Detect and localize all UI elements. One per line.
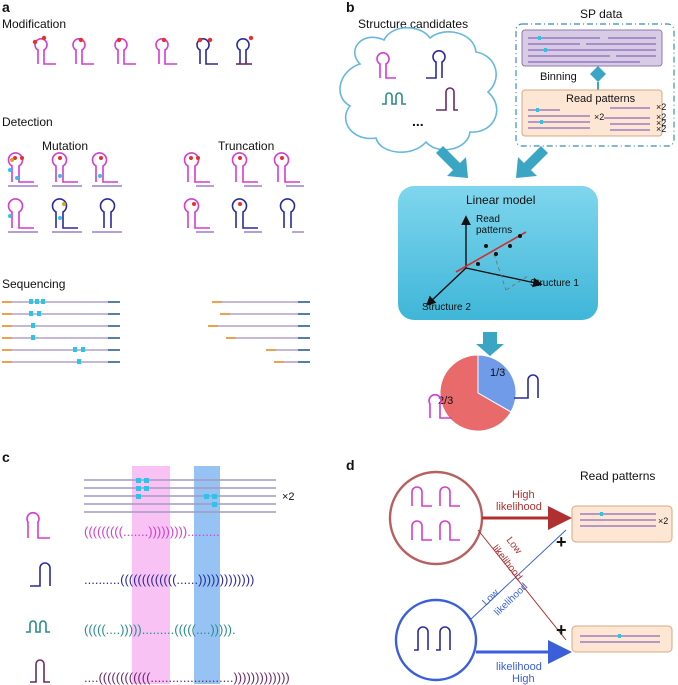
pattern-top-x2: ×2 <box>658 516 668 526</box>
plus-bottom: + <box>556 620 567 640</box>
mutation-label: Mutation <box>42 139 88 153</box>
modification-label: Modification <box>2 17 66 31</box>
binning-diamond <box>590 66 606 82</box>
sequencing-reads-full <box>2 299 120 364</box>
top-high-label: High <box>512 489 535 501</box>
low-likelihood-line-blue <box>469 529 567 621</box>
mutation-hairpins <box>7 152 122 233</box>
x2-label-1: ×2 <box>656 102 666 112</box>
dotbracket-4: ....((((((((((((.......................)… <box>84 670 290 685</box>
arrow-candidates-to-model <box>436 146 468 178</box>
x2-label-5: ×2 <box>656 124 666 134</box>
candidates-circle-bottom <box>394 598 478 682</box>
sp-data-frame <box>515 23 675 147</box>
model-projection-lines <box>493 253 529 291</box>
panel-b-letter: b <box>346 0 355 15</box>
x2-label-4: ×2 <box>656 118 666 128</box>
regression-line <box>455 231 527 273</box>
panel-c-read-marks <box>136 478 217 507</box>
linear-model-label: Linear model <box>466 193 535 207</box>
arrow-spdata-to-model <box>516 146 548 178</box>
panel-c-reads <box>84 479 276 513</box>
panel-d-read-patterns: Read patterns <box>580 469 655 483</box>
pie-hairpin-navy <box>514 374 539 399</box>
modification-hairpins <box>34 38 252 65</box>
highlight-magenta <box>132 466 170 684</box>
modification-marks <box>32 35 254 45</box>
blue-likelihood-label: likelihood <box>492 581 530 618</box>
binned-reads-marks <box>536 108 543 124</box>
low-likelihood-line-red <box>477 529 567 641</box>
raw-reads-box <box>521 29 663 67</box>
dotbracket-3: (((((....))))).........(((((....))))). <box>84 622 236 637</box>
axis-structure2-label: Structure 2 <box>422 302 471 313</box>
circle-top-hairpins <box>411 486 460 541</box>
raw-reads-marks <box>538 36 547 52</box>
truncation-label: Truncation <box>218 139 274 153</box>
model-points <box>476 234 522 266</box>
model-axes <box>425 215 543 306</box>
panel-c-hairpins <box>26 511 51 683</box>
pattern-box-top <box>571 505 673 543</box>
axis-patterns-label: patterns <box>476 225 512 236</box>
cloud-ellipsis: ... <box>412 113 424 129</box>
linear-model-box <box>398 186 598 320</box>
bottom-high-label: High <box>512 673 535 685</box>
detection-label: Detection <box>2 115 53 129</box>
pie-slice-label-1: 1/3 <box>490 367 505 379</box>
pattern-top-reads <box>580 513 656 527</box>
cloud-hairpins <box>376 50 458 111</box>
panel-a-letter: a <box>2 0 10 15</box>
binned-reads <box>528 107 650 131</box>
structure-candidates-label: Structure candidates <box>358 17 468 31</box>
sp-data-label: SP data <box>580 7 623 21</box>
dotbracket-2: ..........(((((((((((((......)))))))))))… <box>84 572 254 587</box>
axis-read-label: Read <box>476 214 500 225</box>
binning-label: Binning <box>540 71 577 83</box>
arrow-model-to-pie <box>476 332 504 356</box>
sequencing-label: Sequencing <box>2 277 65 291</box>
truncation-hairpins <box>183 152 304 233</box>
axis-structure1-label: Structure 1 <box>530 278 579 289</box>
candidates-circle-top <box>388 470 484 566</box>
top-likelihood-label: likelihood <box>496 501 542 513</box>
pie-slice-1 <box>477 354 517 413</box>
raw-reads-lines <box>528 37 656 63</box>
plus-top: + <box>556 532 567 552</box>
pie-slice-label-2: 2/3 <box>438 395 453 407</box>
panel-d-letter: d <box>346 457 355 473</box>
bottom-likelihood-label: likelihood <box>496 661 542 673</box>
x2-label-3: ×2 <box>656 112 666 122</box>
structure-cloud <box>339 26 498 153</box>
pie-hairpin-magenta <box>428 393 452 419</box>
panel-c-letter: c <box>2 449 10 465</box>
sequencing-reads-truncated <box>208 301 310 363</box>
circle-bottom-hairpins <box>414 626 451 651</box>
dotbracket-1: (((((((((.......)))))))))......... <box>84 524 220 539</box>
pattern-box-bottom <box>571 625 673 653</box>
panel-c-x2: ×2 <box>282 491 295 503</box>
read-patterns-label: Read patterns <box>566 93 636 105</box>
pattern-top-mark <box>600 512 603 516</box>
proportion-pie <box>439 354 517 432</box>
pie-slice-2 <box>439 354 512 432</box>
x2-label-2: ×2 <box>594 112 604 122</box>
pattern-bottom-mark <box>618 634 621 638</box>
detection-marks <box>8 156 284 220</box>
